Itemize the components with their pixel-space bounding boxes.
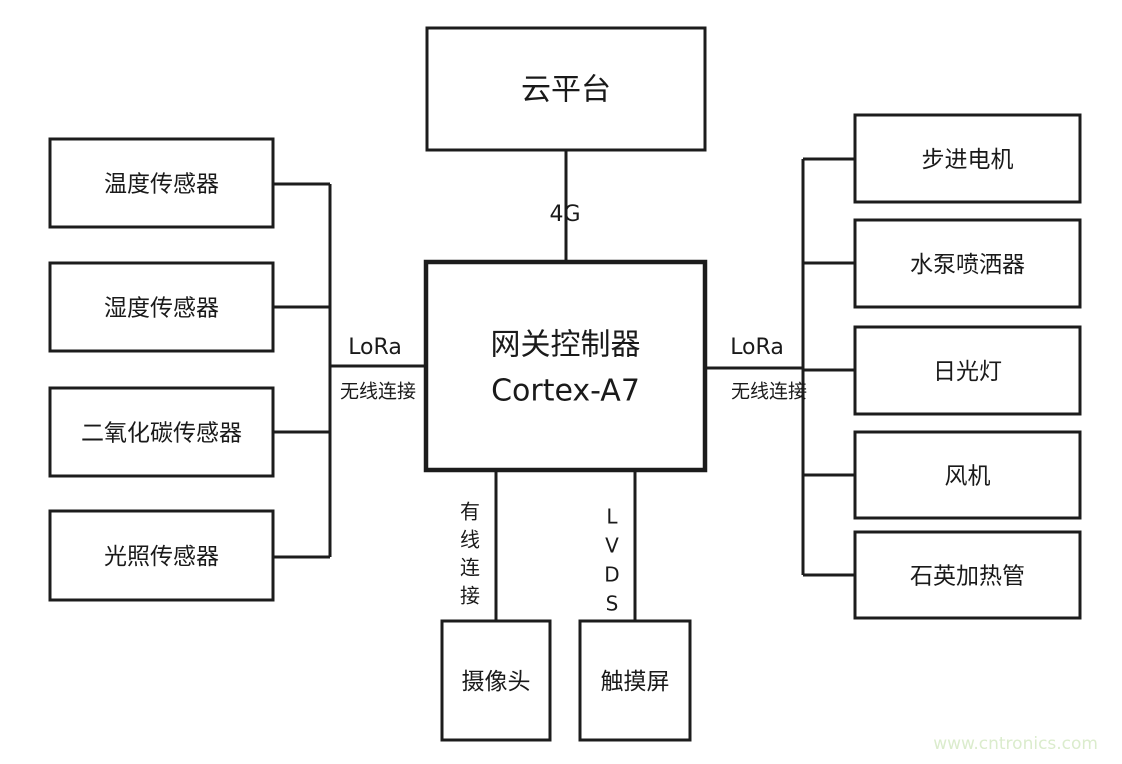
sensor-label: 温度传感器: [104, 172, 219, 198]
node-peripheral[interactable]: 触摸屏: [578, 619, 692, 742]
node-cloud-platform[interactable]: 云平台: [425, 26, 707, 152]
lvds-link-label-char: D: [604, 563, 619, 587]
actuator-label: 石英加热管: [910, 564, 1025, 590]
sensor-label: 湿度传感器: [104, 296, 219, 322]
wired-link-label-char: 线: [460, 528, 480, 552]
link-label-4g: 4G: [549, 202, 580, 227]
wired-link-label-char: 接: [460, 584, 480, 608]
node-gateway-controller[interactable]: 网关控制器 Cortex-A7: [423, 259, 708, 473]
lvds-link-label-char: S: [606, 592, 619, 616]
sensor-label: 光照传感器: [104, 544, 219, 570]
connector-layer: [273, 150, 855, 621]
actuator-label: 水泵喷洒器: [910, 252, 1025, 278]
sensor-box[interactable]: [48, 261, 275, 353]
actuator-box[interactable]: [853, 530, 1082, 620]
link-label-wireless-actuators: 无线连接: [731, 381, 807, 403]
lvds-link-label-char: L: [606, 505, 618, 529]
link-label-lora-actuators: LoRa: [730, 335, 784, 360]
node-layer: 云平台 网关控制器 Cortex-A7 温度传感器湿度传感器二氧化碳传感器光照传…: [48, 26, 1082, 742]
node-sensor[interactable]: 湿度传感器: [48, 261, 275, 353]
link-label-wireless-sensors: 无线连接: [340, 381, 416, 403]
node-actuator[interactable]: 水泵喷洒器: [853, 218, 1082, 309]
sensor-box[interactable]: [48, 137, 275, 229]
peripheral-label: 触摸屏: [601, 669, 670, 695]
cloud-platform-label: 云平台: [521, 73, 611, 108]
actuator-box[interactable]: [853, 218, 1082, 309]
peripheral-label: 摄像头: [462, 669, 531, 695]
peripheral-box[interactable]: [440, 619, 552, 742]
wired-link-label-char: 连: [460, 556, 480, 580]
node-sensor[interactable]: 二氧化碳传感器: [48, 386, 275, 478]
node-sensor[interactable]: 温度传感器: [48, 137, 275, 229]
node-actuator[interactable]: 步进电机: [853, 113, 1082, 204]
cloud-platform-box[interactable]: [425, 26, 707, 152]
peripheral-box[interactable]: [578, 619, 692, 742]
actuator-label: 风机: [945, 464, 991, 490]
node-actuator[interactable]: 日光灯: [853, 325, 1082, 416]
actuator-label: 步进电机: [922, 147, 1014, 173]
sensor-box[interactable]: [48, 509, 275, 602]
node-sensor[interactable]: 光照传感器: [48, 509, 275, 602]
link-label-lora-sensors: LoRa: [348, 335, 402, 360]
sensor-label: 二氧化碳传感器: [81, 421, 242, 447]
actuator-box[interactable]: [853, 325, 1082, 416]
site-watermark: www.cntronics.com: [933, 734, 1098, 754]
sensor-box[interactable]: [48, 386, 275, 478]
actuator-box[interactable]: [853, 430, 1082, 520]
peripheral-node-group: 摄像头 触摸屏: [440, 619, 692, 742]
lvds-link-label-char: V: [605, 534, 619, 558]
wired-link-label-char: 有: [460, 500, 480, 524]
node-peripheral[interactable]: 摄像头: [440, 619, 552, 742]
link-actuator-stubs: [803, 157, 855, 577]
link-sensor-stubs: [273, 182, 330, 559]
node-actuator[interactable]: 石英加热管: [853, 530, 1082, 620]
gateway-controller-label-primary: 网关控制器: [491, 328, 641, 363]
gateway-controller-label-soc: Cortex-A7: [491, 374, 640, 409]
actuator-box[interactable]: [853, 113, 1082, 204]
node-actuator[interactable]: 风机: [853, 430, 1082, 520]
actuator-label: 日光灯: [933, 359, 1002, 385]
gateway-controller-box[interactable]: [423, 259, 708, 473]
